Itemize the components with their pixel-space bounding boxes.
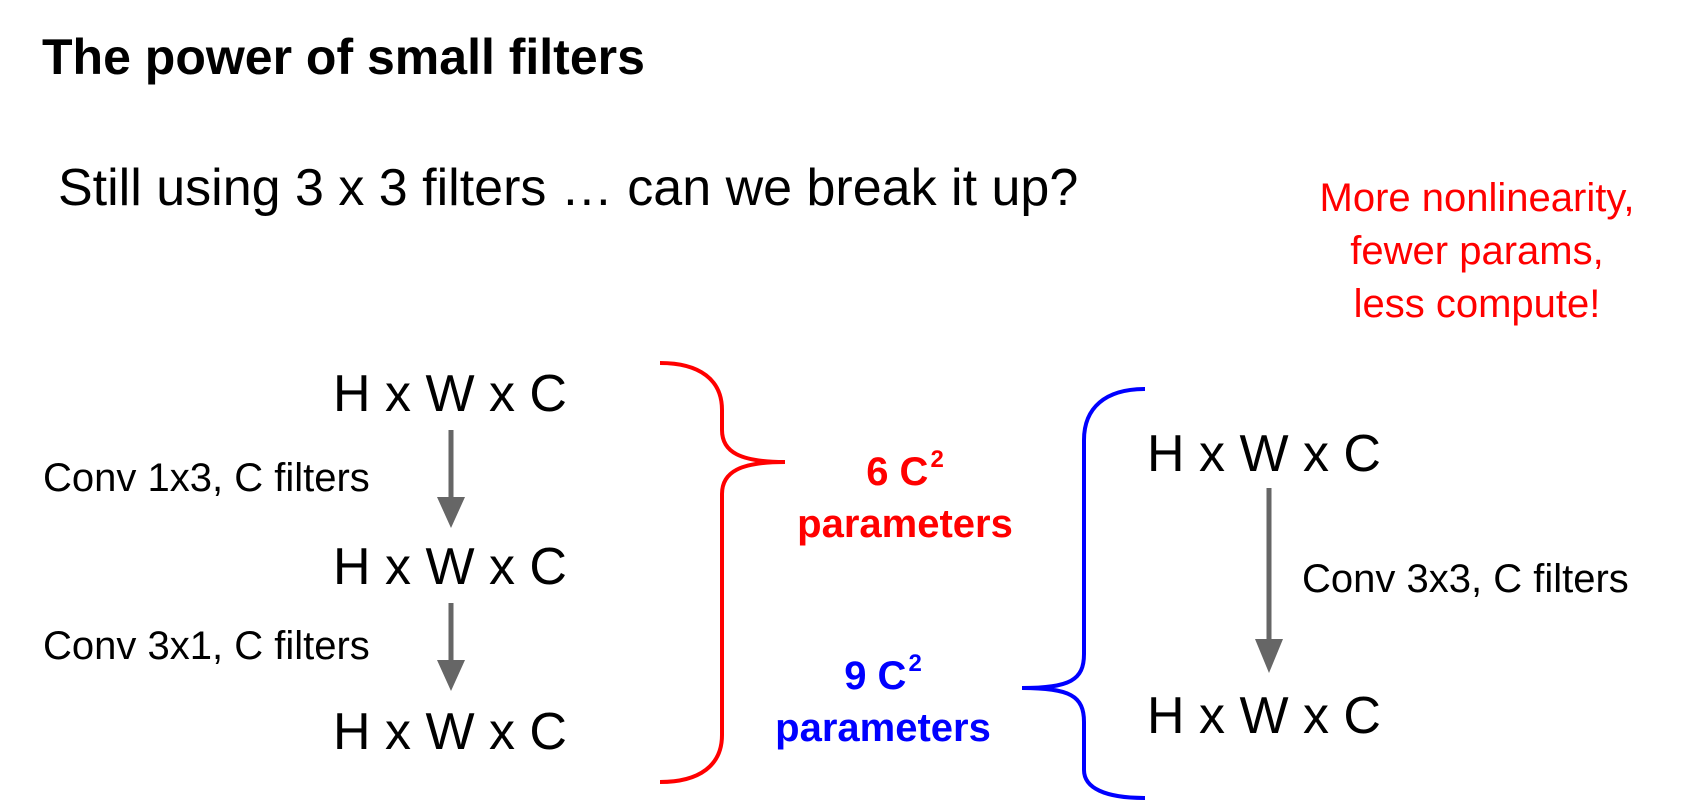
params-full: 9 C2 parameters: [748, 638, 1018, 754]
params-factorized-count: 6 C: [866, 450, 929, 494]
benefit-note-line: fewer params,: [1350, 229, 1604, 273]
arrow-down-icon: [437, 660, 465, 691]
left-middle-shape: H x W x C: [333, 538, 567, 596]
params-full-power: 2: [908, 650, 922, 677]
left-input-shape: H x W x C: [333, 365, 567, 423]
conv-3x3-label: Conv 3x3, C filters: [1302, 557, 1629, 601]
right-input-shape: H x W x C: [1147, 425, 1381, 483]
benefit-note: More nonlinearity, fewer params, less co…: [1262, 172, 1692, 331]
conv-3x1-label: Conv 3x1, C filters: [43, 624, 370, 668]
blue-curly-brace: [1021, 387, 1146, 800]
arrow-down-icon: [1255, 639, 1283, 673]
params-full-label: parameters: [775, 706, 991, 750]
left-output-shape: H x W x C: [333, 703, 567, 761]
benefit-note-line: More nonlinearity,: [1319, 176, 1635, 220]
params-full-count: 9 C: [844, 654, 907, 698]
arrow-down-icon: [437, 497, 465, 528]
right-output-shape: H x W x C: [1147, 687, 1381, 745]
conv-1x3-label: Conv 1x3, C filters: [43, 456, 370, 500]
params-factorized-power: 2: [930, 446, 944, 473]
benefit-note-line: less compute!: [1353, 282, 1601, 326]
red-curly-brace: [659, 361, 786, 784]
params-factorized-label: parameters: [797, 502, 1013, 546]
slide-subtitle: Still using 3 x 3 filters … can we break…: [58, 159, 1079, 217]
slide-title: The power of small filters: [42, 29, 645, 85]
params-factorized: 6 C2 parameters: [770, 434, 1040, 550]
